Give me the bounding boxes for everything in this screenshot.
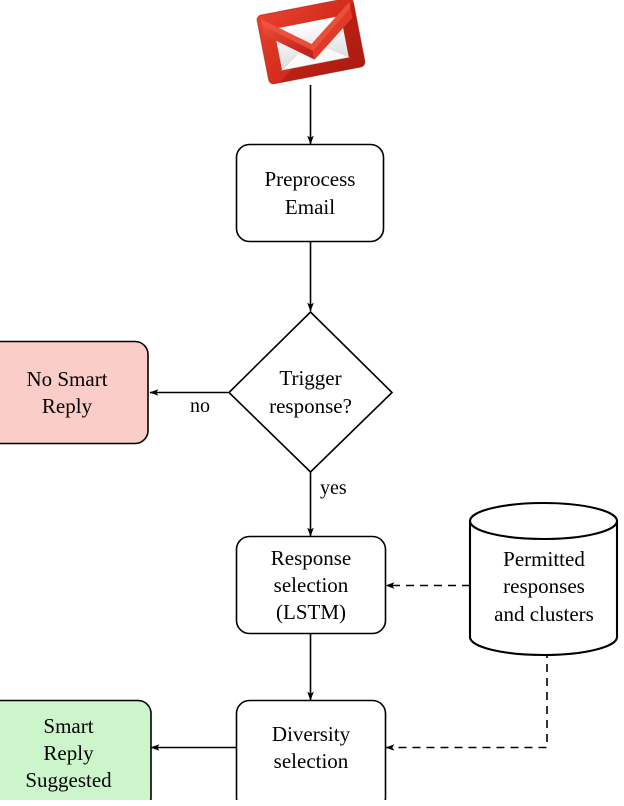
node-response-selection[interactable] <box>235 535 387 635</box>
gmail-envelope-icon <box>256 0 366 85</box>
node-smart-reply-suggested[interactable] <box>0 699 152 801</box>
node-diversity-selection[interactable] <box>235 699 387 801</box>
node-preprocess-email[interactable] <box>235 143 385 243</box>
edge-db-to-diversity <box>385 650 548 751</box>
node-no-smart-reply[interactable] <box>0 340 149 445</box>
node-trigger-response[interactable] <box>227 310 394 474</box>
node-permitted-responses-db[interactable] <box>468 501 619 657</box>
edge-label-yes: yes <box>320 477 347 499</box>
edge-label-no: no <box>190 395 210 417</box>
